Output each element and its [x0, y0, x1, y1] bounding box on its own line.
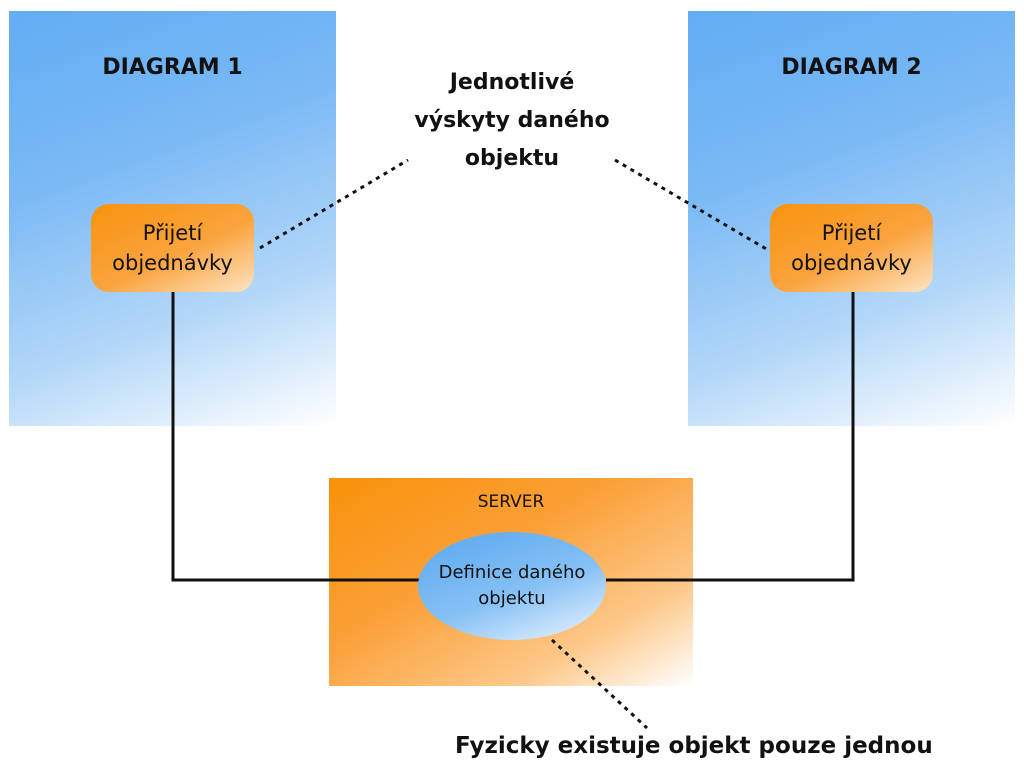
instances-callout: Jednotlivé výskyty daného objektu: [380, 64, 644, 178]
order-box-2-line1: Přijetí: [821, 221, 882, 245]
callout-line2: výskyty daného: [414, 108, 610, 133]
order-box-1-line1: Přijetí: [142, 221, 203, 245]
callout-line3: objektu: [464, 146, 560, 171]
object-definition-ellipse: Definice daného objektu: [418, 532, 606, 640]
server-label: SERVER: [477, 492, 545, 512]
definition-line1: Definice daného: [438, 562, 586, 583]
diagram-2-title: DIAGRAM 2: [781, 55, 922, 80]
definition-line2: objektu: [478, 588, 546, 609]
dotted-connector-callout-left: [259, 158, 409, 250]
solid-connector-diagram-2: [606, 292, 855, 582]
order-box-1-line2: objednávky: [112, 251, 233, 275]
solid-connector-diagram-1: [171, 292, 420, 582]
footer-note: Fyzicky existuje objekt pouze jednou: [455, 733, 933, 759]
order-box-diagram-2: Přijetí objednávky: [770, 204, 933, 292]
dotted-connector-footer: [550, 638, 649, 730]
order-box-diagram-1: Přijetí objednávky: [91, 204, 254, 292]
order-box-2-line2: objednávky: [791, 251, 912, 275]
callout-line1: Jednotlivé: [449, 70, 575, 95]
dotted-connector-callout-right: [614, 158, 769, 252]
diagram-1-title: DIAGRAM 1: [102, 55, 243, 80]
